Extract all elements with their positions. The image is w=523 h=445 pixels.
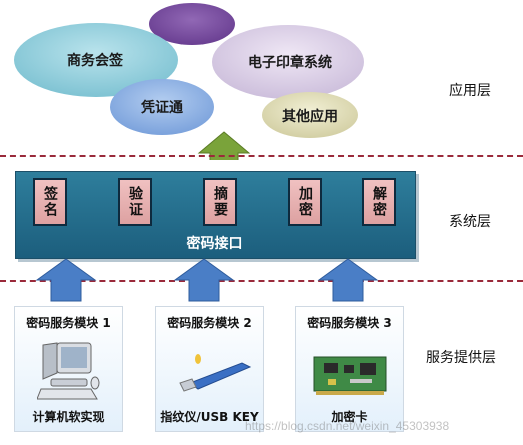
system-layer-label: 系统层 — [449, 214, 491, 230]
bubble-label-other-apps: 其他应用 — [282, 109, 338, 125]
module-caption: 加密卡 — [331, 410, 368, 424]
module-caption: 指纹仪/USB KEY — [160, 410, 259, 424]
crypto-interface-label: 密码接口 — [186, 236, 243, 252]
layer-divider-top — [0, 155, 523, 157]
up-arrow-blue-3 — [317, 258, 379, 302]
app-layer-bubbles — [14, 3, 364, 160]
service-layer-label: 服务提供层 — [426, 350, 496, 366]
module-title: 密码服务模块 2 — [167, 316, 252, 330]
module-title: 密码服务模块 1 — [26, 316, 111, 330]
module-fingerprint-usbkey: 密码服务模块 2 指纹仪/USB KEY — [155, 306, 264, 432]
up-arrow-blue-2 — [173, 258, 235, 302]
bubble-e-seal — [212, 25, 364, 99]
function-verify: 验证 — [118, 178, 152, 226]
bubble-other-apps — [262, 92, 358, 138]
up-arrow-green — [197, 131, 251, 160]
app-layer-label: 应用层 — [449, 83, 491, 99]
bubble-business-countersign — [14, 23, 178, 97]
module-title: 密码服务模块 3 — [307, 316, 392, 330]
function-decrypt: 解密 — [362, 178, 396, 226]
watermark: https://blog.csdn.net/weixin_45303938 — [245, 419, 450, 433]
function-digest: 摘要 — [203, 178, 237, 226]
module-software: 密码服务模块 1 计算机软实现 — [14, 306, 123, 432]
up-arrow-blue-1 — [35, 258, 97, 302]
crypto-card-icon — [313, 356, 387, 395]
bubble-label-e-seal: 电子印章系统 — [248, 55, 332, 71]
module-caption: 计算机软实现 — [32, 410, 105, 424]
layer-divider-bottom — [0, 280, 523, 282]
module-crypto-card: 密码服务模块 3 加密卡 — [295, 306, 404, 432]
bubble-label-voucher: 凭证通 — [141, 100, 183, 116]
bubble-voucher — [110, 79, 214, 135]
function-sign: 签名 — [33, 178, 67, 226]
function-encrypt: 加密 — [288, 178, 322, 226]
bubble-purple — [149, 3, 235, 45]
service-up-arrows — [35, 258, 379, 302]
bubble-label-business-countersign: 商务会签 — [67, 53, 123, 69]
computer-icon — [37, 342, 100, 400]
usb-key-icon — [179, 354, 252, 392]
